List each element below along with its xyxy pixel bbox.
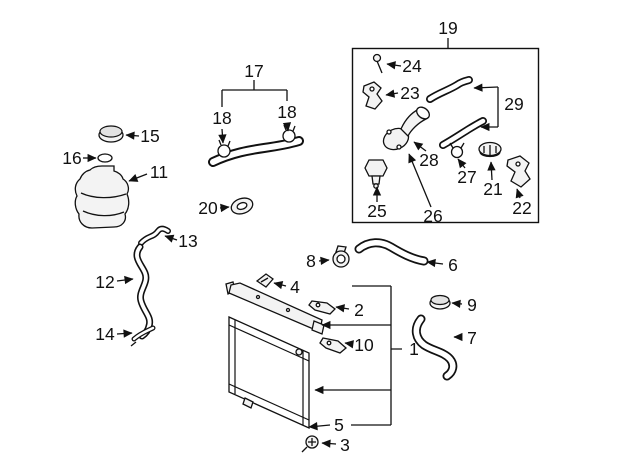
part-10-bracket-icon (319, 337, 348, 354)
callout-17: 17 (244, 61, 263, 81)
part-22-bracket-icon (506, 155, 531, 188)
part-20-gasket-icon (230, 197, 254, 215)
part-28-housing-icon (382, 106, 430, 151)
callout-13: 13 (178, 231, 197, 251)
callout-1: 1 (409, 339, 419, 359)
part-15-cap-icon (98, 125, 124, 143)
leader-24 (386, 61, 402, 70)
leader-13 (164, 234, 178, 243)
callout-5: 5 (334, 415, 344, 435)
callout-labels: 19 24 23 29 28 27 21 22 25 26 15 16 11 1… (62, 18, 531, 455)
part-29-hoses-icon (426, 76, 487, 149)
callout-27: 27 (457, 167, 476, 187)
part-18b-clamp-icon (282, 124, 296, 143)
leader-18a (218, 128, 227, 144)
callout-20: 20 (198, 198, 218, 218)
callout-23: 23 (400, 83, 419, 103)
leader-20 (219, 203, 230, 213)
part-17-hose-icon (208, 136, 304, 167)
leader-22 (515, 188, 524, 199)
callout-24: 24 (402, 56, 422, 76)
leader-5 (308, 422, 331, 431)
bracket-1 (351, 285, 402, 426)
leader-9 (451, 299, 463, 308)
leader-11 (128, 173, 148, 182)
callout-25: 25 (367, 201, 386, 221)
part-16-ring-icon (97, 153, 113, 163)
callout-9: 9 (467, 295, 477, 315)
callout-15: 15 (140, 126, 159, 146)
callout-14: 14 (95, 324, 115, 344)
part-11-reservoir-icon (74, 165, 130, 229)
callout-12: 12 (95, 272, 114, 292)
leader-21 (487, 161, 496, 181)
leader-29a (473, 83, 499, 92)
callout-8: 8 (306, 251, 316, 271)
part-3-drain-plug-icon (301, 435, 319, 453)
part-18-clamp-icon (217, 139, 231, 158)
part-8-fitting-icon (332, 245, 350, 268)
callout-2: 2 (354, 300, 364, 320)
leader-12 (116, 275, 134, 285)
leader-18b (282, 122, 292, 132)
part-25-sensor-icon (364, 159, 388, 189)
group-box-19 (351, 47, 540, 224)
bracket-17 (221, 80, 288, 107)
callout-4: 4 (290, 277, 300, 297)
leader-8 (318, 256, 330, 265)
callout-7: 7 (467, 328, 477, 348)
part-9-cap-icon (429, 294, 451, 310)
leader-3 (321, 439, 337, 448)
leader-10 (344, 340, 354, 349)
leader-6 (426, 258, 444, 268)
callout-10: 10 (354, 335, 374, 355)
callout-16: 16 (62, 148, 81, 168)
callout-28: 28 (419, 150, 438, 170)
leader-26 (408, 153, 432, 208)
leader-27 (457, 158, 467, 169)
callout-18a: 18 (212, 108, 231, 128)
callout-21: 21 (483, 179, 502, 199)
part-23-bracket-icon (362, 81, 383, 110)
part-7-hose-icon (411, 314, 458, 381)
part-6-hose-icon (354, 238, 429, 266)
part-14-clamp-icon (130, 325, 156, 347)
callout-18b: 18 (277, 102, 296, 122)
callout-22: 22 (512, 198, 531, 218)
leader-14 (116, 329, 133, 338)
part-24-bolt-icon (372, 53, 383, 74)
leader-lines (83, 38, 524, 448)
callout-11: 11 (150, 162, 168, 182)
leader-15 (125, 131, 140, 140)
part-12-hose-icon (133, 243, 154, 340)
leader-28 (413, 141, 427, 152)
callout-19: 19 (438, 18, 457, 38)
part-21-thermostat-icon (478, 141, 502, 158)
part-27-clamp-icon (449, 142, 465, 159)
part-1-radiator-icon (225, 281, 325, 430)
callout-6: 6 (448, 255, 458, 275)
part-13-hose-icon (138, 225, 171, 246)
callout-29: 29 (504, 94, 523, 114)
part-4-clip-icon (255, 273, 274, 288)
leader-4 (273, 281, 287, 290)
callout-3: 3 (340, 435, 350, 455)
part-2-bracket-icon (308, 300, 336, 315)
callout-26: 26 (423, 206, 442, 226)
leader-2 (335, 304, 350, 313)
leader-23 (385, 89, 399, 98)
